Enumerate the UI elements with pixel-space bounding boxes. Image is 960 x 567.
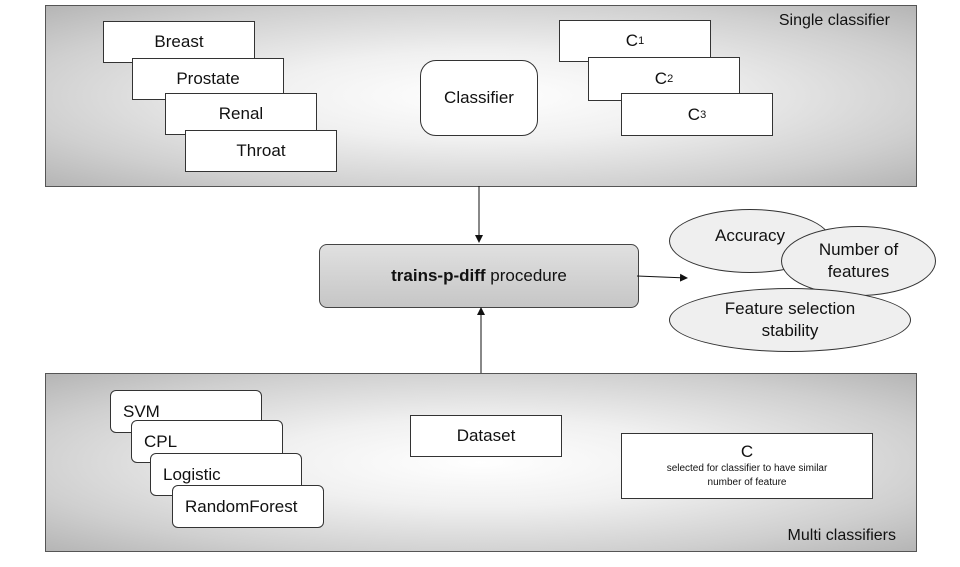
c-label: C bbox=[740, 442, 754, 461]
num-features-line-1: Number of bbox=[818, 240, 899, 259]
stability-line-1: Feature selection bbox=[724, 299, 856, 318]
classifier-box: Classifier bbox=[420, 60, 538, 136]
dataset-box: Dataset bbox=[410, 415, 562, 457]
c1-sub: 1 bbox=[638, 35, 645, 47]
c2-sub: 2 bbox=[667, 73, 674, 85]
multi-classifiers-title: Multi classifiers bbox=[787, 527, 896, 544]
c2-base: C bbox=[654, 69, 668, 88]
c1-base: C bbox=[625, 31, 639, 50]
procedure-name-bold: trains-p-diff bbox=[391, 266, 486, 285]
classifier-randomforest: RandomForest bbox=[172, 485, 324, 528]
arrow-procedure-to-outputs bbox=[636, 273, 688, 282]
feature-selection-stability-ellipse: Feature selection stability bbox=[669, 288, 911, 352]
accuracy-label: Accuracy bbox=[715, 226, 785, 245]
c-note-line-1: selected for classifier to have similar bbox=[666, 463, 828, 474]
trains-p-diff-procedure: trains-p-diff procedure bbox=[319, 244, 639, 308]
c3-base: C bbox=[687, 104, 701, 124]
c3-sub: 3 bbox=[700, 108, 707, 121]
c-selected-box: C selected for classifier to have simila… bbox=[621, 433, 873, 499]
c-note-line-2: number of feature bbox=[707, 477, 787, 488]
stability-line-2: stability bbox=[761, 321, 819, 340]
procedure-name-rest: procedure bbox=[485, 266, 567, 285]
single-classifier-title: Single classifier bbox=[778, 12, 890, 29]
num-features-line-2: features bbox=[827, 262, 890, 281]
dataset-throat: Throat bbox=[185, 130, 337, 172]
